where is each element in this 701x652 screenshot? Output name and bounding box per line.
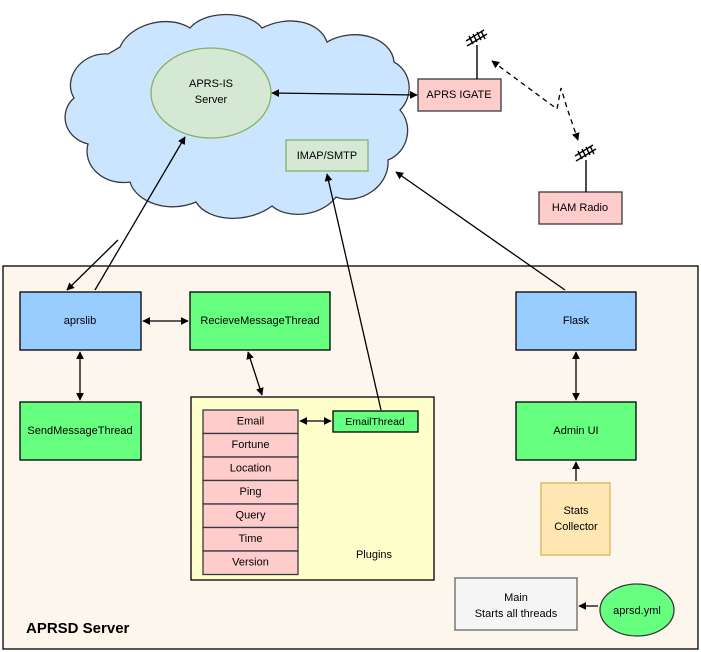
igate-antenna-icon — [465, 29, 488, 79]
send-message-thread-label: SendMessageThread — [27, 425, 132, 437]
ham-antenna-icon — [574, 144, 597, 192]
plugin-item-version[interactable] — [202, 550, 299, 576]
recieve-message-thread-label: RecieveMessageThread — [200, 315, 319, 327]
imap-smtp-label: IMAP/SMTP — [297, 150, 358, 162]
aprs-is-server-label-line1: APRS-IS — [189, 78, 233, 90]
aprs-igate-label: APRS IGATE — [426, 89, 491, 101]
aprslib-label: aprslib — [64, 315, 96, 327]
plugins-label: Plugins — [356, 549, 393, 561]
ham-radio-label: HAM Radio — [552, 202, 608, 214]
send-message-thread-node[interactable] — [19, 401, 142, 461]
main-label-line2: Starts all threads — [475, 608, 558, 620]
stats-collector-node[interactable] — [540, 482, 611, 556]
aprslib-to-aprsis-edge — [94, 136, 186, 291]
flask-label: Flask — [563, 315, 590, 327]
imap-smtp-node[interactable] — [285, 139, 369, 172]
aprs-is-server-node[interactable] — [150, 47, 272, 139]
aprsis-igate-edge — [271, 89, 418, 99]
plugin-item-label: Time — [238, 533, 262, 545]
aprs-is-server-label-line2: Server — [195, 94, 228, 106]
cloud-to-flask-edge — [395, 171, 566, 291]
stats-collector-label-line1: Stats — [563, 505, 589, 517]
stats-collector-label-line2: Collector — [554, 521, 598, 533]
emailthread-to-imapsmtp-edge — [324, 173, 382, 411]
recieve-message-thread-node[interactable] — [189, 291, 331, 351]
aprslib-node[interactable] — [19, 291, 142, 351]
cloud-to-aprslib-edge — [66, 239, 119, 291]
rf-link-dashed-edge — [491, 60, 580, 141]
main-node[interactable] — [454, 577, 578, 631]
admin-ui-node[interactable] — [515, 401, 637, 461]
recieve-to-plugins-edge — [246, 351, 264, 396]
aprsd-yml-node[interactable] — [599, 583, 675, 637]
plugin-item-label: Version — [232, 557, 269, 569]
flask-node[interactable] — [515, 291, 637, 351]
plugin-item-label: Location — [230, 463, 272, 475]
plugin-item-label: Email — [237, 416, 265, 428]
plugin-item-label: Fortune — [232, 439, 270, 451]
admin-ui-label: Admin UI — [553, 425, 598, 437]
aprsd-server-title: APRSD Server — [26, 620, 130, 637]
main-label-line1: Main — [504, 592, 528, 604]
email-thread-label: EmailThread — [345, 416, 405, 428]
plugin-item-label: Ping — [239, 486, 261, 498]
ham-radio-node[interactable] — [538, 191, 623, 225]
aprsd-yml-label: aprsd.yml — [613, 605, 661, 617]
email-thread-node[interactable] — [332, 410, 419, 433]
plugin-item-label: Query — [236, 510, 266, 522]
